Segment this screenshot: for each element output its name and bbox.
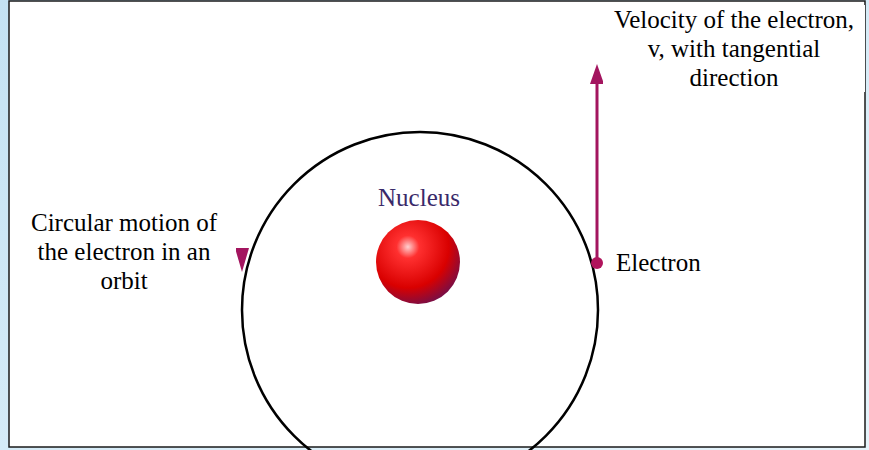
nucleus-label: Nucleus: [353, 183, 485, 212]
electron-dot: [591, 257, 603, 269]
velocity-arrow-shaft: [596, 80, 599, 262]
velocity-arrow-head: [590, 64, 604, 84]
orbit-circle: [242, 132, 598, 450]
white-panel: [9, 1, 865, 447]
orbit-direction-arrow: [235, 248, 249, 272]
orbit-motion-label: Circular motion of the electron in an or…: [12, 208, 236, 295]
nucleus-sphere: [376, 220, 460, 304]
electron-label: Electron: [614, 248, 734, 277]
velocity-label: Velocity of the electron, v, with tangen…: [603, 5, 865, 92]
